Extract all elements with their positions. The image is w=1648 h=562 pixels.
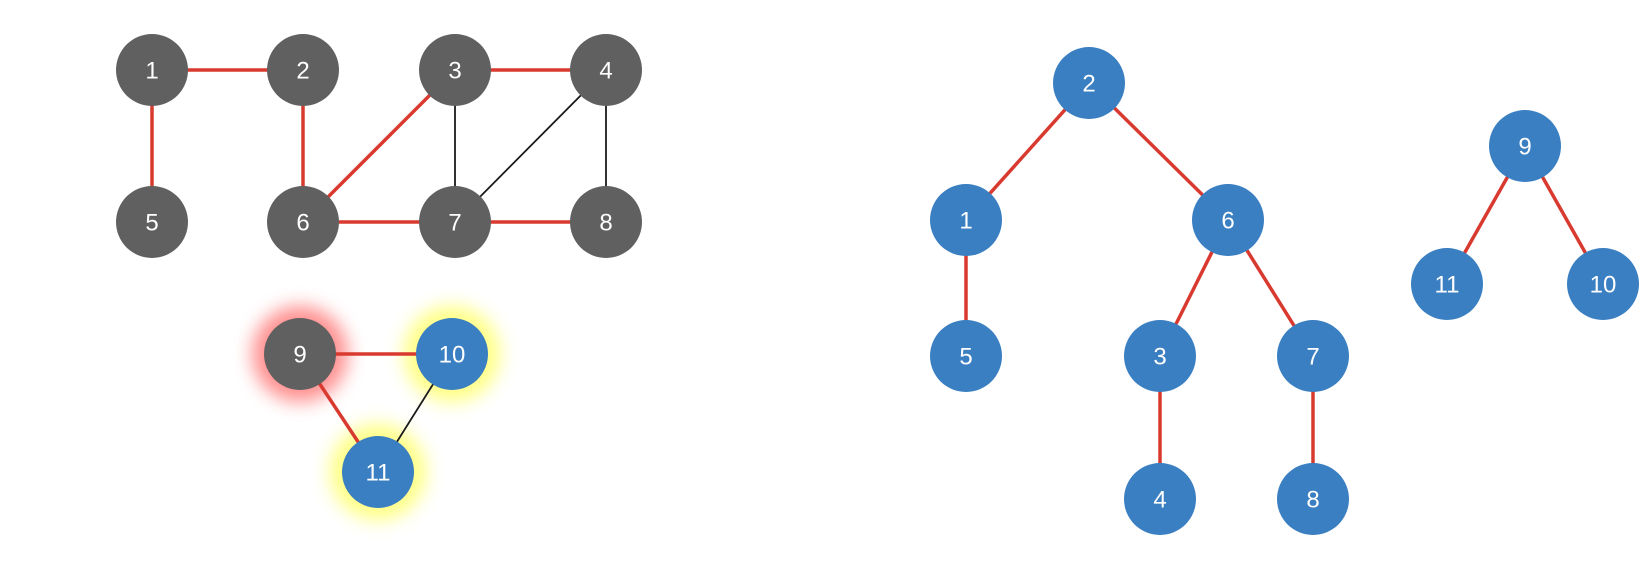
graph-node-layer: 1 2 3 4 5 6 7 8 9 10 11 [116,34,642,508]
graph-node-3: 3 [419,34,491,106]
forest-node-label: 9 [1518,134,1531,161]
forest-node-9: 9 [1489,110,1561,182]
forest-node-label: 1 [959,208,972,235]
forest-node-circle [930,184,1002,256]
forest-node-circle [1124,463,1196,535]
graph-node-9: 9 [264,318,336,390]
graph-node-label: 10 [439,342,466,369]
graph-node-circle [419,34,491,106]
forest-node-circle [1411,248,1483,320]
graph-node-label: 11 [366,460,391,487]
graph-node-circle [116,34,188,106]
forest-node-7: 7 [1277,320,1349,392]
graph-node-circle [267,34,339,106]
graph-node-1: 1 [116,34,188,106]
forest-node-label: 3 [1153,344,1166,371]
forest-node-2: 2 [1053,47,1125,119]
forest-node-label: 2 [1082,71,1095,98]
forest-node-circle [1567,248,1639,320]
graph-node-label: 5 [145,210,158,237]
forest-node-circle [930,320,1002,392]
forest-node-label: 8 [1306,487,1319,514]
forest-node-11: 11 [1411,248,1483,320]
graph-node-circle [570,186,642,258]
spanning-forest-panel: 2 1 6 5 3 7 4 8 9 11 10 [930,47,1639,535]
graph-node-circle [264,318,336,390]
graph-node-circle [419,186,491,258]
forest-node-10: 10 [1567,248,1639,320]
graph-node-6: 6 [267,186,339,258]
forest-node-layer: 2 1 6 5 3 7 4 8 9 11 10 [930,47,1639,535]
graph-node-label: 1 [145,58,158,85]
graph-node-7: 7 [419,186,491,258]
graph-node-circle [416,318,488,390]
graph-node-11: 11 [342,436,414,508]
graph-node-2: 2 [267,34,339,106]
graph-node-8: 8 [570,186,642,258]
forest-node-circle [1489,110,1561,182]
forest-node-circle [1053,47,1125,119]
graph-node-circle [116,186,188,258]
graph-node-label: 3 [448,58,461,85]
graph-node-label: 8 [599,210,612,237]
graph-node-label: 9 [293,342,306,369]
forest-node-8: 8 [1277,463,1349,535]
graph-node-circle [570,34,642,106]
forest-node-label: 4 [1153,487,1166,514]
forest-node-label: 6 [1221,208,1234,235]
forest-node-3: 3 [1124,320,1196,392]
forest-node-circle [1277,320,1349,392]
forest-node-4: 4 [1124,463,1196,535]
forest-node-label: 11 [1435,272,1460,299]
forest-node-circle [1124,320,1196,392]
graph-node-circle [342,436,414,508]
forest-node-5: 5 [930,320,1002,392]
graph-node-4: 4 [570,34,642,106]
undirected-graph-panel: 1 2 3 4 5 6 7 8 9 10 11 [116,34,642,520]
graph-node-5: 5 [116,186,188,258]
forest-node-label: 5 [959,344,972,371]
graph-node-10: 10 [416,318,488,390]
graph-node-label: 2 [296,58,309,85]
graph-node-circle [267,186,339,258]
graph-node-label: 7 [448,210,461,237]
forest-node-circle [1192,184,1264,256]
graph-node-label: 4 [599,58,612,85]
forest-node-label: 10 [1590,272,1617,299]
graph-edge-layer [150,68,607,473]
graph-node-label: 6 [296,210,309,237]
forest-node-circle [1277,463,1349,535]
forest-node-label: 7 [1306,344,1319,371]
forest-node-1: 1 [930,184,1002,256]
forest-node-6: 6 [1192,184,1264,256]
